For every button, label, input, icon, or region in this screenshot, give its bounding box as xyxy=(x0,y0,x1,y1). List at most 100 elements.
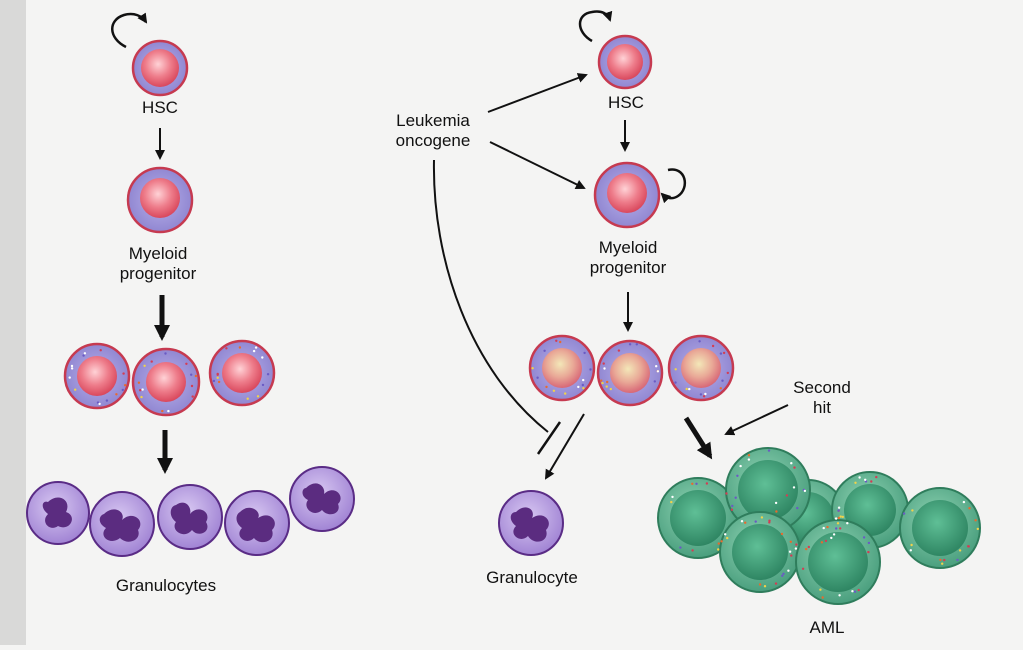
granule-dot xyxy=(702,395,706,398)
granule-dot xyxy=(545,385,548,389)
granule-dot xyxy=(150,360,153,363)
granule-dot xyxy=(83,352,87,355)
arrow-precursors-to-granulocyte xyxy=(544,413,585,480)
granule-dot xyxy=(794,547,798,550)
granule-dot xyxy=(803,489,807,493)
granule-dot xyxy=(582,387,585,390)
granule-dot xyxy=(121,388,125,392)
granule-dot xyxy=(670,500,673,504)
precursor-cell-left-1 xyxy=(63,342,131,410)
granule-dot xyxy=(724,533,727,536)
granule-dot xyxy=(902,512,906,515)
granule-dot xyxy=(821,596,824,599)
aml-cluster xyxy=(657,447,981,605)
granule-dot xyxy=(581,383,584,387)
precursor-cell-right-3 xyxy=(667,334,735,402)
granule-dot xyxy=(956,558,959,562)
granule-dot xyxy=(976,527,979,531)
granule-dot xyxy=(564,392,567,395)
granule-dot xyxy=(161,409,164,413)
granule-dot xyxy=(137,381,141,384)
granule-dot xyxy=(679,546,682,549)
granule-dot xyxy=(763,585,767,588)
granulocyte-cell-1 xyxy=(26,481,90,545)
granule-dot xyxy=(70,367,74,370)
self-renewal-arrow-right xyxy=(578,10,613,43)
granule-dot xyxy=(909,549,912,552)
granule-dot xyxy=(795,543,798,546)
granule-dot xyxy=(216,376,219,379)
granule-dot xyxy=(583,351,586,355)
granule-dot xyxy=(609,387,612,391)
granule-dot xyxy=(141,388,144,391)
granule-dot xyxy=(941,562,944,565)
granule-dot xyxy=(143,364,146,367)
granule-dot xyxy=(858,476,861,479)
granule-dot xyxy=(726,371,729,375)
granule-dot xyxy=(853,590,857,593)
precursor-cell-right-1 xyxy=(528,334,596,402)
aml-cell-7 xyxy=(795,519,881,605)
granule-dot xyxy=(606,380,609,384)
granule-dot xyxy=(671,495,674,499)
granule-dot xyxy=(603,367,606,370)
granule-dot xyxy=(943,558,946,562)
self-renewal-arrow-left xyxy=(111,12,148,49)
granule-dot xyxy=(774,501,778,505)
granule-dot xyxy=(782,572,785,575)
granule-dot xyxy=(836,522,840,525)
granule-dot xyxy=(826,525,829,529)
granule-dot xyxy=(225,347,228,350)
label-second-hit-line1: Second xyxy=(793,378,851,397)
aml-cell-5 xyxy=(899,487,981,569)
granule-dot xyxy=(698,340,701,343)
granule-dot xyxy=(768,519,771,522)
granule-dot xyxy=(721,379,724,382)
granule-dot xyxy=(838,594,841,597)
granule-dot xyxy=(793,466,796,469)
granule-dot xyxy=(82,354,85,357)
granule-dot xyxy=(122,372,125,375)
label-myeloid-right-line1: Myeloid xyxy=(598,238,658,257)
granule-dot xyxy=(875,475,878,479)
granule-dot xyxy=(720,540,723,543)
label-oncogene-line2: oncogene xyxy=(395,131,471,150)
granule-dot xyxy=(788,550,792,553)
granule-dot xyxy=(216,373,219,376)
granulocyte-cell-5 xyxy=(289,466,355,532)
precursor-cell-left-3 xyxy=(208,339,276,407)
granule-dot xyxy=(862,536,866,539)
granule-dot xyxy=(577,385,580,389)
granule-dot xyxy=(834,517,838,520)
granule-dot xyxy=(837,506,841,509)
granule-dot xyxy=(190,384,194,388)
granule-dot xyxy=(719,352,723,355)
granule-dot xyxy=(734,496,737,499)
granule-dot xyxy=(854,481,857,484)
granule-dot xyxy=(699,393,703,396)
myeloid-progenitor-cell-right xyxy=(593,161,661,229)
granule-dot xyxy=(717,542,720,545)
granule-dot xyxy=(962,500,966,504)
inhibition-bar xyxy=(536,421,562,455)
granule-dot xyxy=(705,482,709,485)
granulocyte-cell-2 xyxy=(89,491,155,557)
granule-dot xyxy=(674,368,677,371)
granule-dot xyxy=(726,536,729,540)
arrow-second-hit xyxy=(724,404,789,436)
granule-dot xyxy=(99,349,102,352)
granule-dot xyxy=(254,346,258,349)
granule-dot xyxy=(605,385,608,388)
granule-dot xyxy=(867,550,870,554)
myeloid-progenitor-cell-left xyxy=(126,166,194,234)
granule-dot xyxy=(939,558,942,562)
granule-dot xyxy=(628,343,632,346)
granule-dot xyxy=(194,374,198,378)
granule-dot xyxy=(910,543,913,547)
granule-dot xyxy=(167,409,170,413)
granule-dot xyxy=(958,549,962,552)
granule-dot xyxy=(695,482,698,485)
granule-dot xyxy=(217,380,221,384)
granule-dot xyxy=(835,527,838,530)
self-renewal-arrow-myeloid xyxy=(660,168,687,204)
